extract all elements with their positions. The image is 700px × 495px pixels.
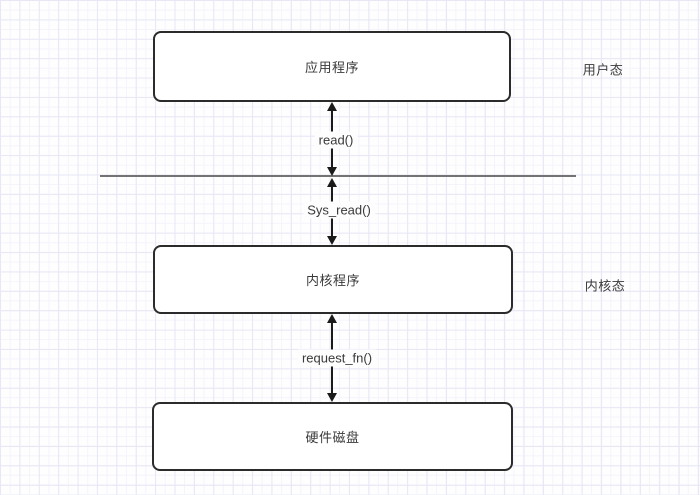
node-kernel-program: 内核程序 [153, 245, 513, 314]
edge-label-request-fn: request_fn() [297, 349, 377, 367]
annotation-kernel-mode: 内核态 [584, 278, 626, 294]
edge-label-sys-read: Sys_read() [303, 201, 375, 219]
arrowhead-down-icon [327, 393, 337, 402]
user-kernel-boundary-line [100, 175, 576, 177]
node-hardware-disk: 硬件磁盘 [152, 402, 513, 471]
arrowhead-down-icon [327, 167, 337, 176]
node-kernel-program-label: 内核程序 [305, 273, 360, 288]
edge-label-read: read() [314, 131, 358, 149]
node-hardware-disk-label: 硬件磁盘 [305, 430, 360, 445]
arrowhead-down-icon [327, 236, 337, 245]
arrowhead-up-icon [327, 178, 337, 187]
arrowhead-up-icon [327, 314, 337, 323]
arrowhead-up-icon [327, 102, 337, 111]
annotation-user-mode: 用户态 [582, 62, 624, 78]
node-application: 应用程序 [153, 31, 511, 102]
node-application-label: 应用程序 [304, 60, 359, 75]
